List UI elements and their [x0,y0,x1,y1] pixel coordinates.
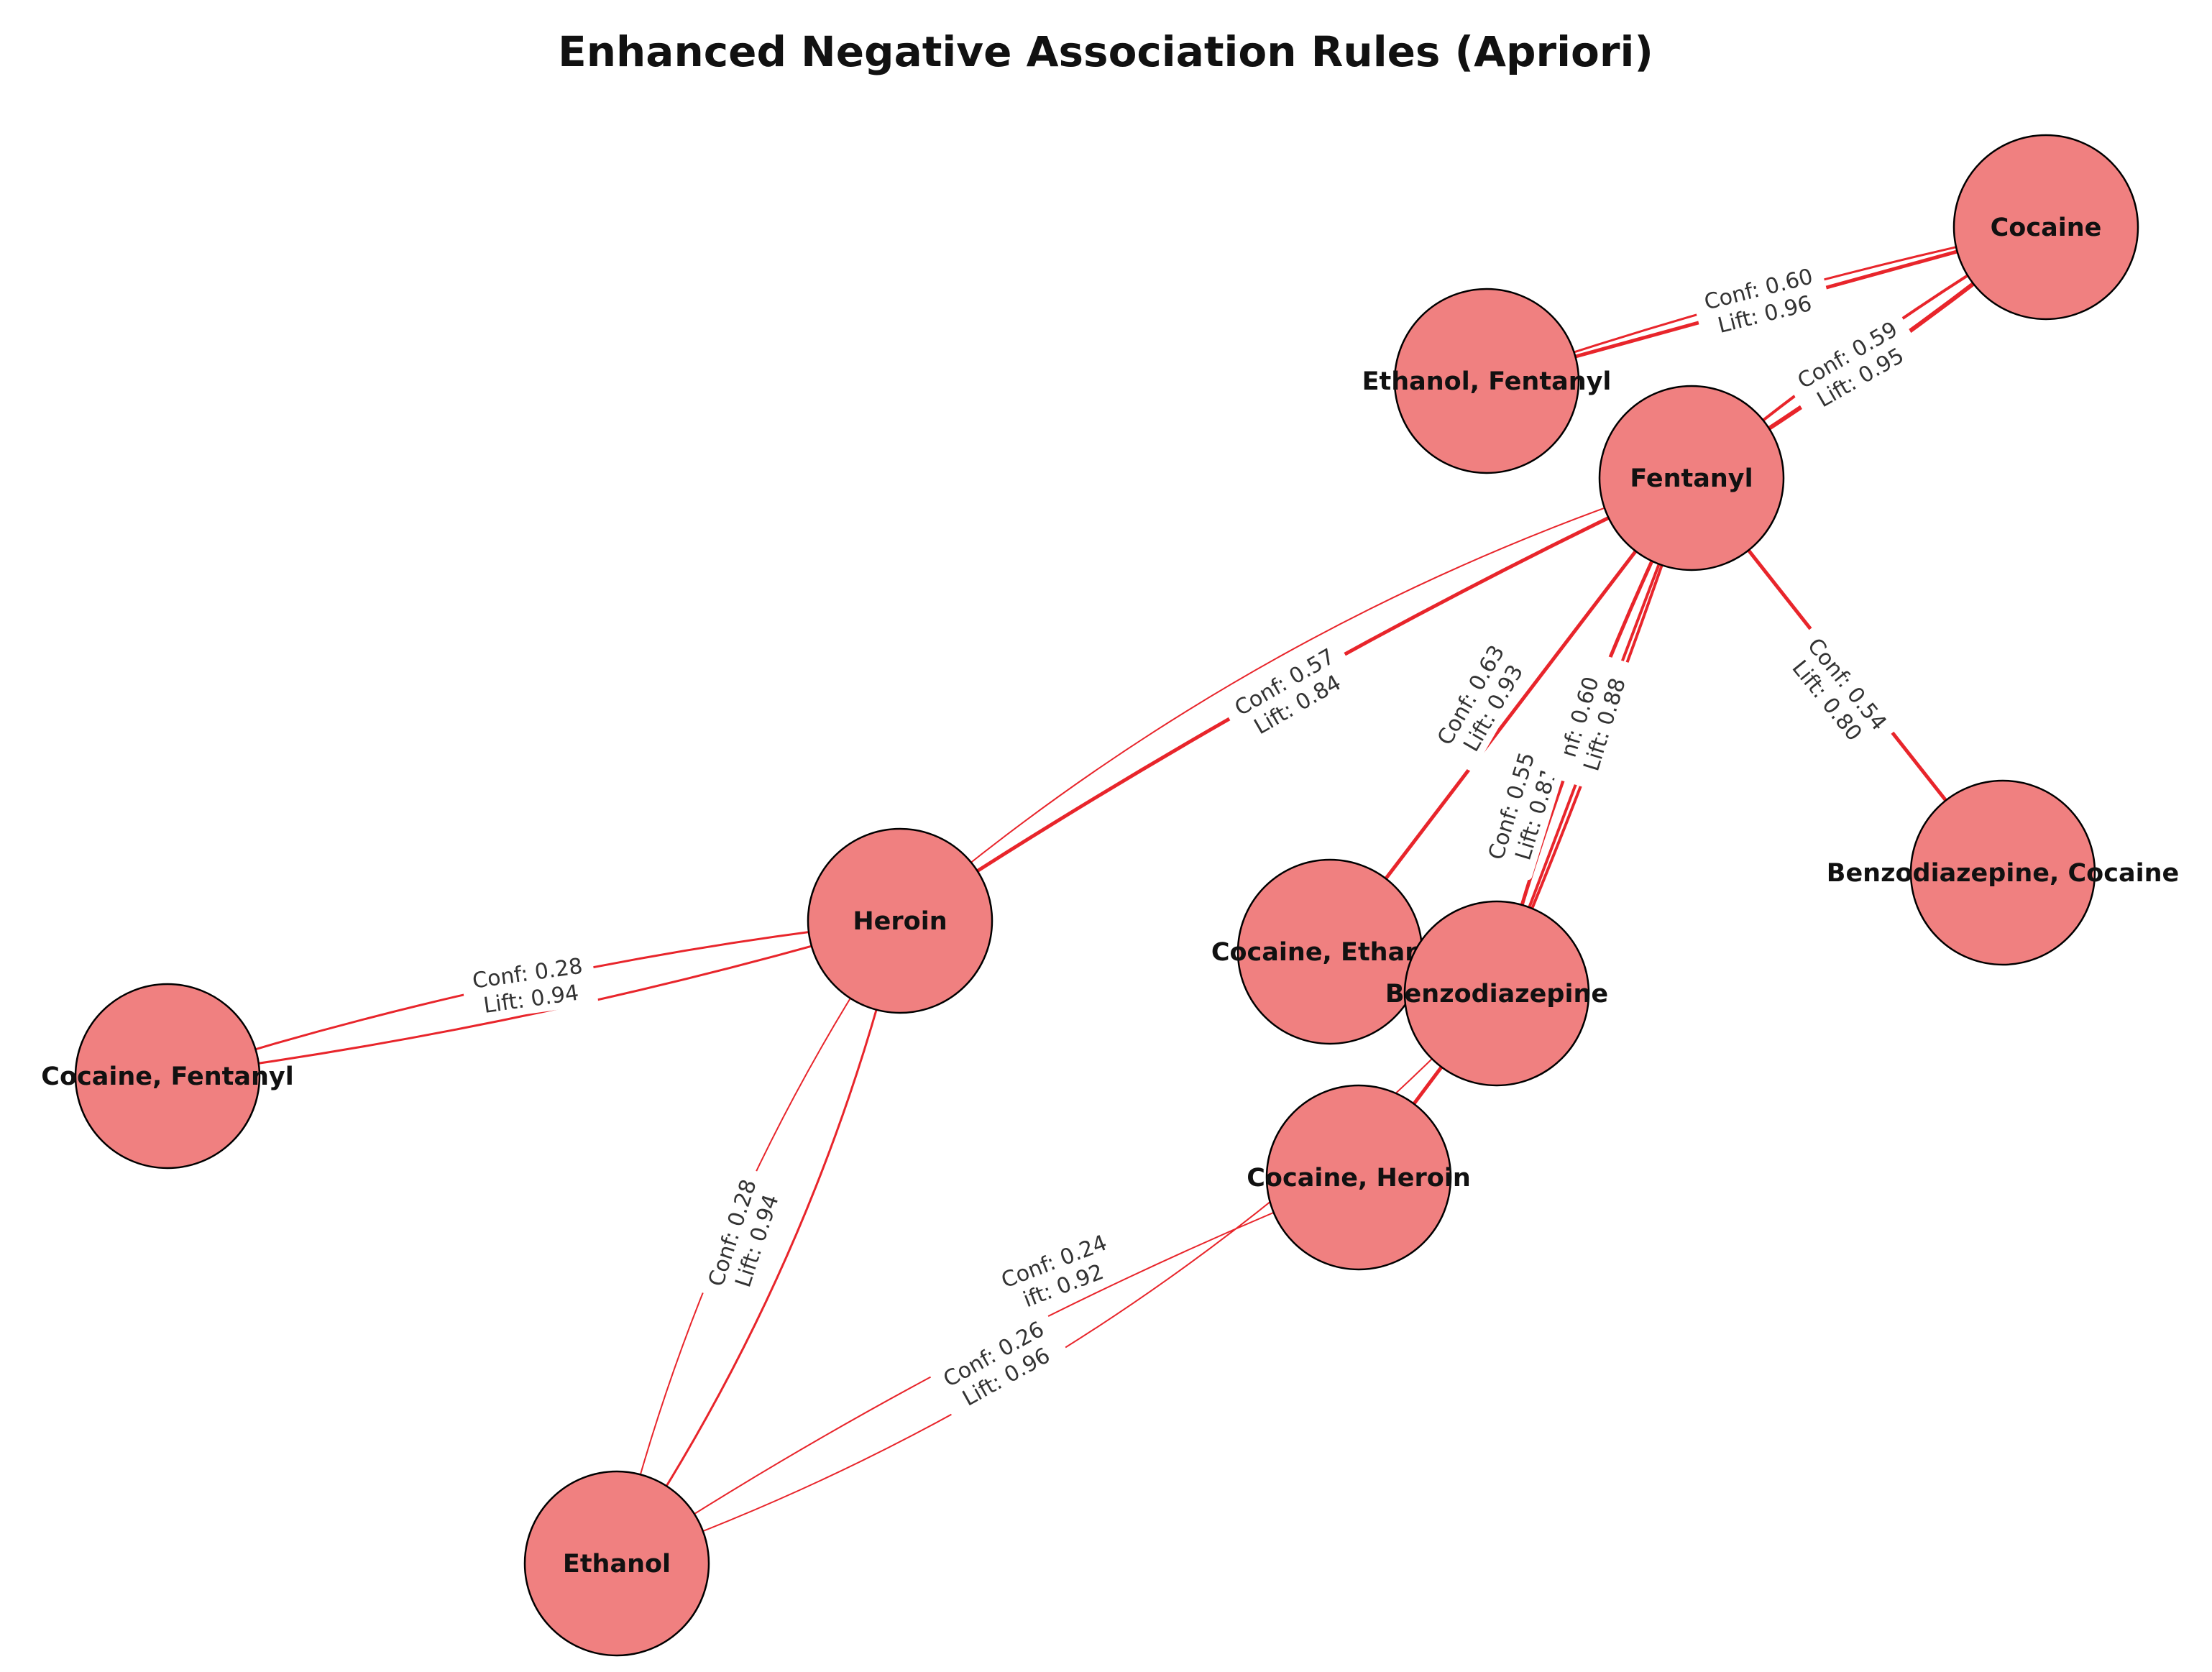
edge-label-background [1691,257,1832,344]
node-label-cocaine: Cocaine [1991,213,2102,242]
node-label-benzodiazepine: Benzodiazepine [1385,980,1608,1009]
node-circle-ethanol [523,1470,710,1657]
edge-line-heroin-cocaine_fentanyl-2 [167,919,901,1078]
node-benzo_cocaine: Benzodiazepine, Cocaine [1827,779,2179,966]
node-circle-benzo_cocaine [1909,779,2096,966]
node-label-cocaine_heroin: Cocaine, Heroin [1247,1164,1470,1193]
edge-label-background [1776,623,1901,760]
edge-label-background [1545,649,1637,791]
edge-label-background [460,947,598,1022]
node-cocaine: Cocaine [1952,134,2139,321]
edge-label-background [697,1165,790,1308]
node-circle-cocaine_fentanyl [74,983,261,1170]
node-cocaine_ethanol: Cocaine, Ethanol [1211,858,1449,1045]
edge-line-heroin-ethanol-2 [615,920,901,1564]
node-label-cocaine_ethanol: Cocaine, Ethanol [1211,938,1449,967]
node-label-benzo_cocaine: Benzodiazepine, Cocaine [1827,859,2179,888]
node-circle-heroin [807,827,993,1014]
node-circle-benzodiazepine [1403,900,1590,1087]
node-label-cocaine_fentanyl: Cocaine, Fentanyl [41,1062,293,1091]
edge-label-background [1783,308,1924,422]
node-fentanyl: Fentanyl [1598,385,1785,571]
edge-label-background [1477,738,1569,881]
edge-label-background [1220,635,1361,749]
node-circle-cocaine [1952,134,2139,321]
edge-label-background [929,1308,1070,1420]
node-circle-fentanyl [1598,385,1785,571]
node-label-ethanol_fentanyl: Ethanol, Fentanyl [1362,367,1612,396]
node-circle-ethanol_fentanyl [1393,288,1580,474]
node-benzodiazepine: Benzodiazepine [1385,900,1608,1087]
node-cocaine_fentanyl: Cocaine, Fentanyl [41,983,294,1170]
diagram-title: Enhanced Negative Association Rules (Apr… [558,27,1653,76]
node-label-fentanyl: Fentanyl [1630,464,1753,493]
edge-label-background [1424,630,1538,771]
node-label-ethanol: Ethanol [563,1550,671,1579]
node-circle-cocaine_heroin [1265,1084,1452,1271]
edge-line-fentanyl-heroin-1 [899,477,1692,922]
node-label-heroin: Heroin [853,907,947,936]
node-ethanol: Ethanol [523,1470,710,1657]
node-heroin: Heroin [807,827,993,1014]
edge-label-background [987,1223,1129,1322]
node-ethanol_fentanyl: Ethanol, Fentanyl [1362,288,1612,474]
node-cocaine_heroin: Cocaine, Heroin [1247,1084,1471,1271]
